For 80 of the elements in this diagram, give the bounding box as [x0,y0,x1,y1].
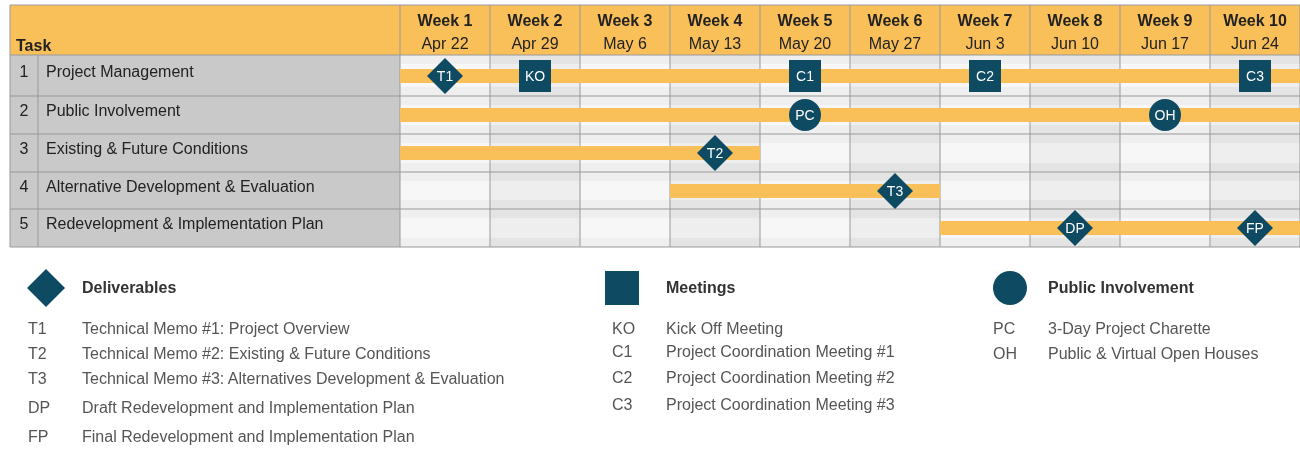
legend-description: Kick Off Meeting [666,320,784,338]
task-name: Redevelopment & Implementation Plan [46,215,324,233]
legend-description: Technical Memo #1: Project Overview [82,320,350,338]
week-header: Week 6 [867,12,923,30]
week-header: Week 7 [957,12,1013,30]
legend-description: Draft Redevelopment and Implementation Plan [82,399,415,417]
deliverable-diamond [1237,210,1273,246]
deliverable-diamond [427,57,463,94]
task-name: Project Management [46,62,194,81]
legend-description: Project Coordination Meeting #1 [666,343,895,361]
legend-description: Technical Memo #2: Existing & Future Conditions [82,345,431,363]
task-number: 3 [19,140,29,158]
marker-code: PC [794,106,816,125]
marker-code: DP [1064,219,1086,238]
task-number: 4 [19,177,29,196]
legend-code: C2 [612,369,633,387]
meeting-square [519,59,551,92]
task-bar [400,146,760,160]
task-number: 1 [19,62,29,81]
legend-code: T3 [28,370,47,388]
week-date: Jun 17 [1141,35,1189,53]
task-name: Alternative Development & Evaluation [46,177,315,196]
deliverable-diamond [697,135,733,171]
task-number: 5 [19,215,29,233]
week-date: May 13 [688,35,742,53]
week-header: Week 2 [507,12,563,30]
marker-code: T2 [705,144,725,163]
week-date: May 27 [868,35,922,53]
marker-code: C3 [1245,66,1265,86]
legend-code: DP [28,399,51,417]
legend-code: T2 [28,345,47,363]
week-header: Week 3 [597,12,653,30]
marker-code: T3 [885,181,905,201]
week-date: Jun 3 [965,35,1005,53]
legend-code: C3 [612,396,633,414]
week-date: Apr 29 [511,35,559,53]
legend-description: 3-Day Project Charette [1048,320,1211,338]
public-involvement-circle [1149,99,1181,131]
week-date: May 6 [603,35,647,53]
marker-code: FP [1245,219,1265,238]
legend-description: Technical Memo #3: Alternatives Development & Evaluation [82,370,505,388]
meeting-square [1239,59,1271,92]
task-number: 2 [19,102,29,120]
task-name: Public Involvement [46,102,181,120]
marker-code: KO [523,66,547,86]
legend-code: T1 [28,320,47,338]
legend-description: Public & Virtual Open Houses [1048,345,1259,363]
week-header: Week 4 [687,12,743,30]
legend-code: PC [993,320,1016,338]
meeting-square [969,59,1001,92]
marker-code: OH [1153,106,1177,125]
legend-code: FP [28,428,49,446]
legend-code: C1 [612,343,633,361]
deliverable-diamond [1057,210,1093,246]
legend-code: OH [993,345,1017,363]
task-name: Existing & Future Conditions [46,140,248,158]
marker-code: C2 [975,66,995,86]
legend-description: Project Coordination Meeting #3 [666,396,895,414]
legend-description: Project Coordination Meeting #2 [666,369,895,387]
week-date: Jun 24 [1231,35,1279,53]
week-date: Apr 22 [421,35,469,53]
task-bar [400,108,1300,122]
deliverable-diamond [877,172,913,209]
meeting-square [789,59,821,92]
legend-description: Final Redevelopment and Implementation Plan [82,428,415,446]
marker-code: C1 [795,66,815,86]
marker-code: T1 [435,66,455,86]
public-involvement-circle [789,99,821,131]
legend-code: KO [612,320,636,338]
legend-heading: Public Involvement [1048,279,1194,297]
legend-heading: Deliverables [82,279,177,297]
week-header: Week 8 [1047,12,1103,30]
week-header: Week 5 [777,12,833,30]
week-header: Week 1 [417,12,473,30]
week-header: Week 10 [1223,12,1287,30]
week-header: Week 9 [1137,12,1193,30]
column-header: Task [16,37,52,55]
week-date: Jun 10 [1051,35,1099,53]
legend-heading: Meetings [666,279,736,297]
week-date: May 20 [778,35,832,53]
